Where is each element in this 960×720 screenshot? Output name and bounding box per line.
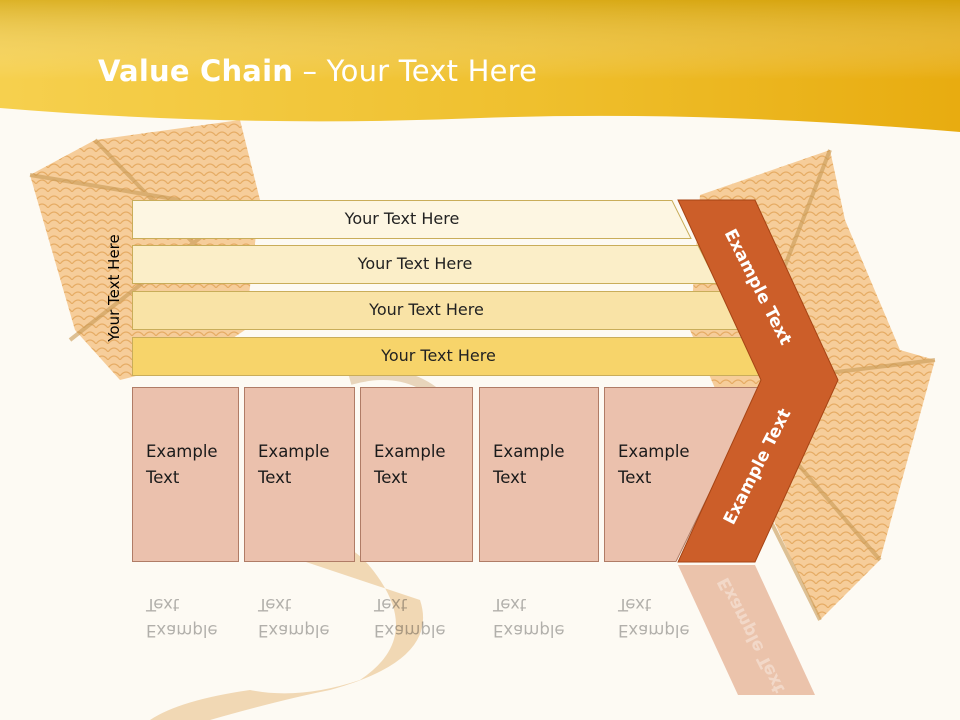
support-row-1: Your Text Here [132,200,692,239]
page-title: Value Chain – Your Text Here [98,54,537,88]
support-row-2: Your Text Here [132,245,718,284]
support-axis-label: Your Text Here [105,234,123,342]
support-row-3: Your Text Here [132,291,741,330]
title-bold: Value Chain [98,54,294,88]
support-row-label: Your Text Here [369,300,484,319]
header-band [0,0,960,132]
support-row-label: Your Text Here [344,209,460,228]
support-row-label: Your Text Here [381,346,496,365]
margin-chevron [677,199,839,563]
title-rest: – Your Text Here [293,54,538,88]
chevron-reflection [678,565,815,695]
support-row-4: Your Text Here [132,337,765,376]
support-row-label: Your Text Here [357,254,473,273]
